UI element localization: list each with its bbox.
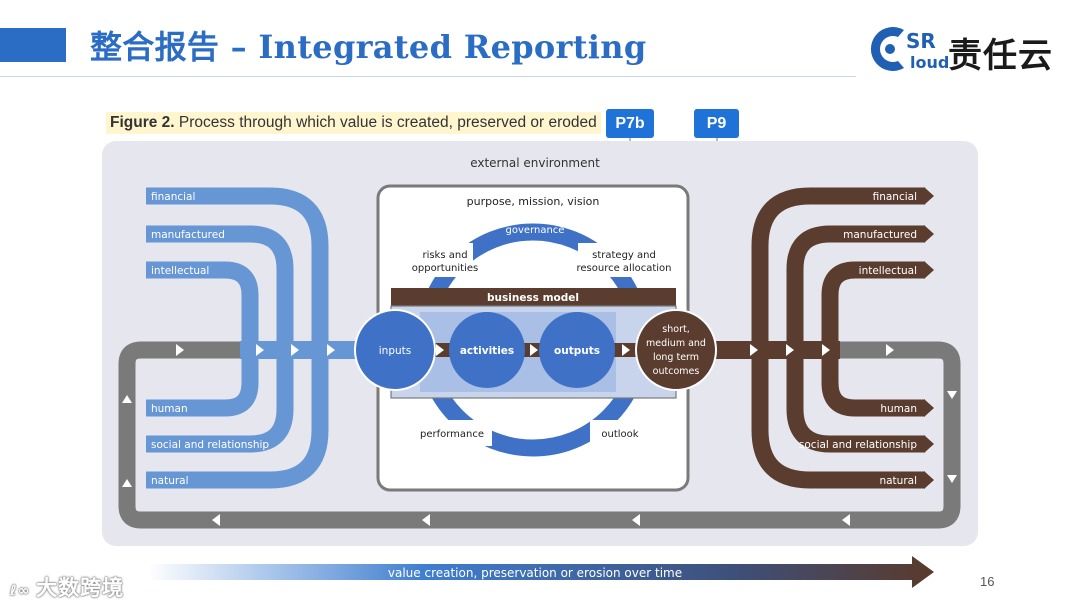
- outcomes-label-line1: short,: [662, 324, 689, 335]
- outcomes-label-line4: outcomes: [653, 366, 700, 377]
- input-capital-intellectual: intellectual: [151, 265, 209, 277]
- outcomes-label-line2: medium and: [646, 338, 706, 349]
- input-capital-social: social and relationship: [151, 439, 269, 451]
- input-capitals: [146, 187, 329, 489]
- feedback-loop: [118, 341, 961, 529]
- inputs-node: [354, 309, 436, 391]
- outcomes-node: [635, 309, 717, 391]
- csr-cloud-logo: SR loud: [870, 27, 949, 72]
- input-capital-manufactured: manufactured: [151, 229, 225, 241]
- output-capital-intellectual: intellectual: [859, 265, 917, 277]
- strategy-label-line1: strategy and: [592, 250, 656, 261]
- activities-label: activities: [460, 345, 514, 357]
- title-english: Integrated Reporting: [258, 28, 647, 66]
- external-environment-label: external environment: [470, 156, 600, 170]
- title-accent-bar: [0, 28, 66, 62]
- purpose-mission-vision-label: purpose, mission, vision: [467, 195, 600, 208]
- logo-sr-text: SR: [906, 29, 936, 53]
- strategy-label-line2: resource allocation: [576, 263, 671, 274]
- page-title: 整合报告 – Integrated Reporting: [90, 22, 647, 68]
- output-capital-financial: financial: [873, 191, 917, 203]
- figure-caption: Figure 2. Process through which value is…: [106, 112, 601, 134]
- logo-c-mark: [870, 27, 904, 72]
- risks-label-line2: opportunities: [412, 263, 478, 274]
- marker-p9-badge: P9: [694, 109, 739, 138]
- outputs-label: outputs: [554, 345, 600, 357]
- outputs-node: [539, 312, 615, 388]
- output-capital-trunk: [712, 341, 840, 359]
- input-capital-financial: financial: [151, 191, 195, 203]
- figure-caption-label: Figure 2.: [110, 114, 175, 131]
- input-capital-human: human: [151, 403, 188, 415]
- business-model-bar: [391, 288, 676, 306]
- title-chinese: 整合报告: [90, 28, 220, 66]
- outcomes-label-line3: long term: [653, 352, 699, 363]
- watermark-logo-icon: ℓ∞: [10, 583, 37, 599]
- figure-caption-text: Process through which value is created, …: [174, 114, 597, 131]
- marker-p7b-badge: P7b: [606, 109, 654, 138]
- inputs-label: inputs: [379, 345, 411, 357]
- output-capital-social: social and relationship: [799, 439, 917, 451]
- outlook-label: outlook: [601, 429, 638, 440]
- governance-label: governance: [506, 225, 565, 236]
- timeline-label: value creation, preservation or erosion …: [388, 566, 682, 580]
- output-capital-human: human: [880, 403, 917, 415]
- input-capital-natural: natural: [151, 475, 189, 487]
- title-divider: [0, 76, 856, 77]
- page-number: 16: [980, 574, 995, 589]
- output-capital-arrowheads: [924, 187, 934, 489]
- risks-label-line1: risks and: [422, 250, 467, 261]
- logo-loud-text: loud: [910, 53, 949, 72]
- output-capital-manufactured: manufactured: [843, 229, 917, 241]
- title-separator: –: [219, 28, 259, 66]
- timeline-arrow: [148, 556, 934, 588]
- watermark-text: 大数跨境: [36, 576, 125, 600]
- logo-chinese-text: 责任云: [948, 36, 1053, 76]
- performance-label: performance: [420, 429, 484, 440]
- business-model-label: business model: [487, 292, 579, 304]
- watermark: ℓ∞ 大数跨境: [10, 572, 124, 602]
- output-capitals: [751, 187, 925, 489]
- governance-ring-gaps: [405, 243, 676, 446]
- output-capital-natural: natural: [879, 475, 917, 487]
- activities-node: [449, 312, 525, 388]
- flow-arrowheads: [122, 344, 957, 526]
